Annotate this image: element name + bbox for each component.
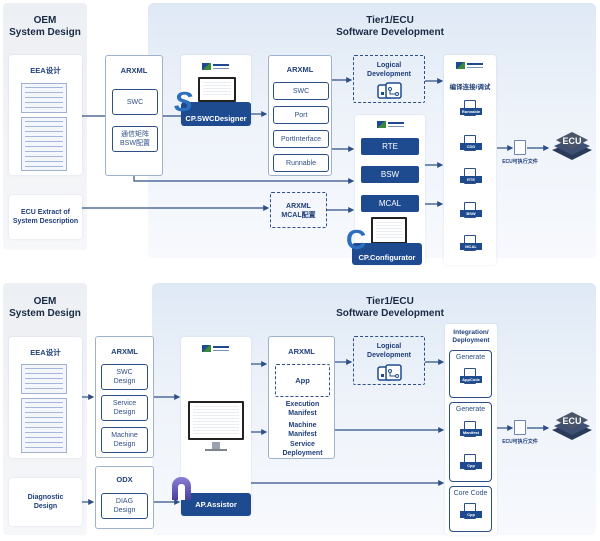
executable-caption: ECU可执行文件 [502, 439, 538, 445]
file-icon-cpp: Cpp [460, 454, 482, 474]
arxml-item-runnable: Runnable [273, 154, 329, 172]
c-logo-icon: C [346, 224, 367, 255]
executable-file-icon [514, 140, 526, 155]
top-arxml-input: ARXML SWC 通信矩阵 BSW配置 [105, 55, 163, 176]
company-logo [202, 63, 229, 70]
arxml-header: ARXML [286, 65, 314, 74]
arxml-item-swc: SWC [273, 82, 329, 100]
file-icon-appcode: AppCode [460, 368, 482, 388]
configurator-button[interactable]: CP.Configurator [352, 243, 422, 265]
service-deployment: Service Deployment [282, 441, 323, 457]
config-block-bsw: BSW [361, 166, 419, 183]
eea-table-image [21, 117, 67, 171]
arxml-item-swc: SWC [112, 89, 158, 115]
arxml-header: ARXML [288, 347, 315, 356]
flowchart-icon [377, 82, 402, 99]
config-block-rte: RTE [361, 138, 419, 155]
odx-item-diag-design: DIAG Design [101, 493, 148, 519]
company-logo [377, 121, 404, 128]
arxml-item-machine-design: Machine Design [101, 427, 148, 453]
arxml-item-portinterface: PortInterface [273, 130, 329, 148]
connector [133, 176, 355, 184]
compile-debug-column: 编译连接/调试 Runnable CDD RTE BSW MCAL [444, 55, 496, 265]
bottom-arxml-input: ARXML SWC Design Service Design Machine … [95, 336, 154, 458]
ecu-chip-icon: ECU [552, 132, 592, 164]
arxml-header: ARXML [111, 347, 138, 356]
config-block-mcal: MCAL [361, 195, 419, 212]
eea-diagram-image [21, 364, 67, 394]
monitor-icon [371, 217, 407, 252]
eea-label: EEA设计 [30, 348, 61, 357]
executable-file-icon [514, 420, 526, 435]
swc-designer-button[interactable]: CP.SWCDesigner [181, 102, 251, 126]
integration-deployment-column: Integration/Deployment Generate AppCode … [445, 324, 497, 535]
file-icon-runnable: Runnable [460, 100, 482, 120]
execution-manifest: Execution Manifest [285, 401, 320, 417]
top-eea-card: EEA设计 [9, 55, 82, 175]
top-arxml-output: ARXML SWC Port PortInterface Runnable [268, 55, 332, 176]
ecu-chip-icon: ECU [552, 412, 592, 444]
monitor-icon [188, 401, 244, 451]
file-icon-bsw: BSW [460, 202, 482, 222]
eea-table-image [21, 398, 67, 453]
monitor-icon [198, 77, 236, 109]
file-icon-rte: RTE [460, 168, 482, 188]
bottom-arxml-output: ARXML App Execution Manifest Machine Man… [268, 336, 335, 459]
eea-label: EEA设计 [30, 66, 61, 75]
company-logo [202, 345, 229, 352]
file-icon-mcal: MCAL [460, 235, 482, 255]
file-icon-manifest: Manifest [460, 421, 482, 441]
odx-header: ODX [116, 475, 133, 484]
ap-assistor-card [181, 337, 251, 515]
integration-header: Integration/Deployment [452, 329, 490, 344]
arxml-item-port: Port [273, 106, 329, 124]
company-logo [456, 62, 483, 69]
s-logo-icon: S [174, 86, 193, 117]
arxml-header: ARXML [120, 66, 148, 75]
arxml-item-comm-bsw: 通信矩阵 BSW配置 [112, 126, 158, 152]
file-icon-cdd: CDD [460, 135, 482, 155]
arxml-item-service-design: Service Design [101, 395, 148, 421]
a-logo-icon [172, 477, 191, 500]
eea-diagram-image [21, 83, 67, 113]
arxml-item-swc-design: SWC Design [101, 364, 148, 390]
odx-card: ODX DIAG Design [95, 466, 154, 529]
flowchart-icon [377, 364, 402, 381]
ap-assistor-button[interactable]: AP.Assistor [181, 493, 251, 516]
compile-header: 编译连接/调试 [449, 84, 491, 91]
core-code-group: Core Code Cpp [449, 486, 492, 532]
generate-appcode-group: Generate AppCode [449, 350, 492, 398]
bottom-eea-card: EEA设计 [9, 337, 82, 458]
app-block: App [275, 364, 330, 397]
machine-manifest: Machine Manifest [288, 422, 317, 438]
file-icon-cpp: Cpp [460, 503, 482, 523]
generate-manifest-group: Generate Manifest Cpp [449, 402, 492, 482]
executable-caption: ECU可执行文件 [502, 159, 538, 165]
configurator-card: RTE BSW MCAL [355, 115, 425, 265]
